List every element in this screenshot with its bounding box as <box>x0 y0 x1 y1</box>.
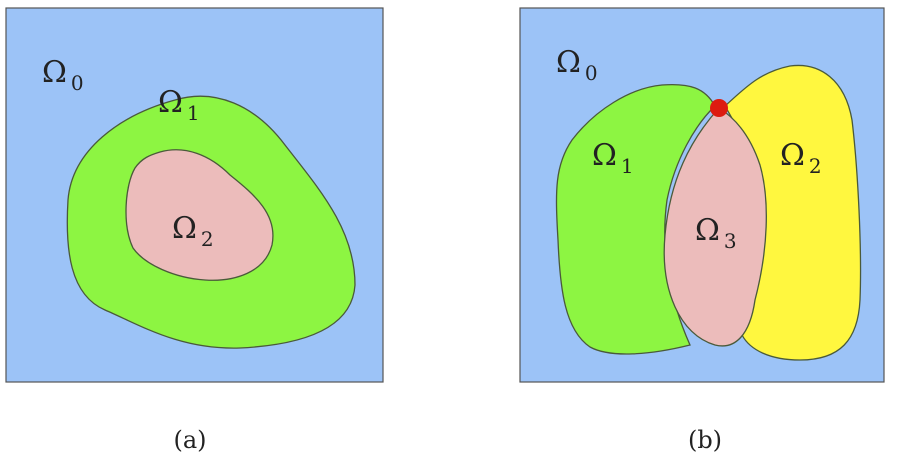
region-omega1-b <box>555 83 716 355</box>
region-omega2-a <box>125 149 274 281</box>
region-omega3-b <box>663 107 767 347</box>
caption-b: (b) <box>688 426 722 454</box>
junction-point <box>710 99 728 117</box>
caption-a: (a) <box>173 426 206 454</box>
